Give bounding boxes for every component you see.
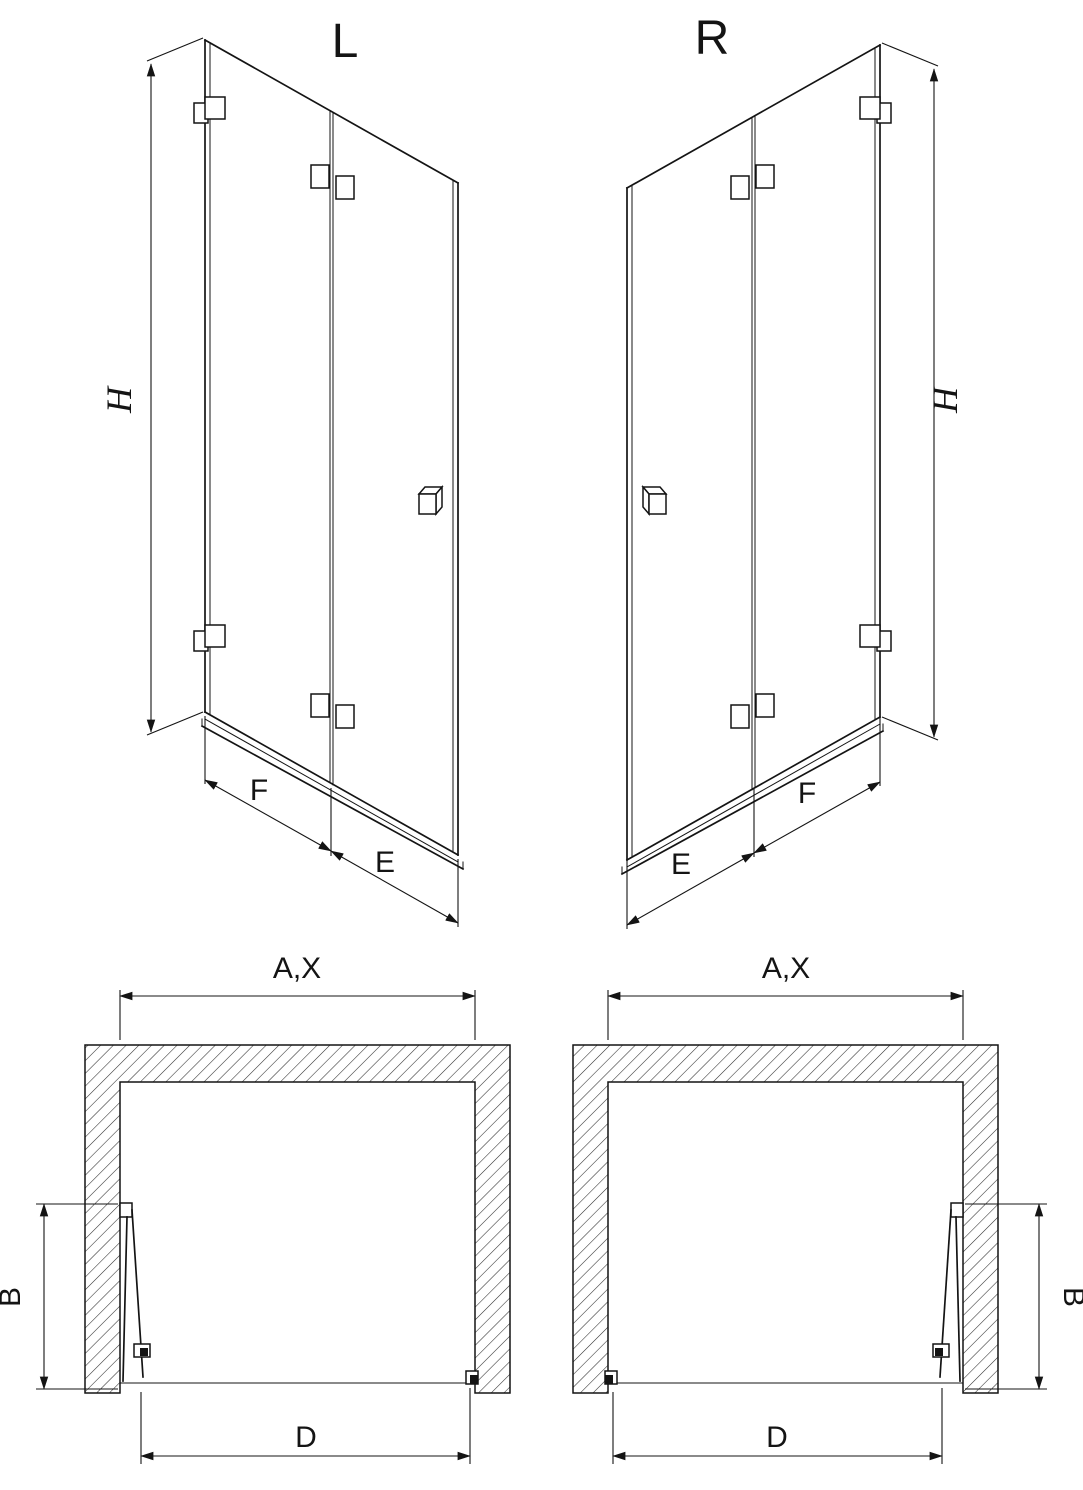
dim-label-B: B [1057, 1287, 1083, 1307]
dimension-overall-width-left: A,X [119, 952, 476, 1040]
dimension-overall-width-right: A,X [607, 952, 964, 1040]
dimension-height-left: H [99, 37, 204, 736]
hinge-block [335, 704, 355, 729]
dim-label-D: D [295, 1421, 317, 1454]
closing-bracket-pad [605, 1375, 613, 1384]
hinge-block [755, 164, 775, 189]
view-label-right: R [695, 12, 730, 65]
dim-label-B: B [0, 1287, 27, 1307]
hinge-bottom-wall-right [859, 624, 892, 652]
dimension-line-E [330, 850, 459, 924]
hinge-block [730, 704, 750, 729]
dimension-height-right: H [881, 42, 965, 741]
folded-panel [122, 1216, 128, 1382]
hinge-top-fold-left [310, 164, 355, 200]
wall-profile [119, 1202, 133, 1218]
threshold [620, 729, 885, 876]
hinge-block [755, 693, 775, 718]
dim-label-E: E [671, 848, 691, 881]
pivot-bracket-pad [140, 1348, 148, 1356]
dimension-line-F [753, 781, 881, 854]
folded-door-right [604, 1202, 964, 1385]
door-knob-left [417, 484, 444, 517]
hinge-top-fold-right [730, 164, 775, 200]
dimension-widths-right: E F [626, 718, 881, 929]
door-panels-right [620, 43, 885, 876]
dim-label-AX: A,X [762, 952, 810, 985]
extension-line [146, 37, 204, 62]
wall-section [572, 1044, 999, 1394]
dimension-clear-opening-right: D [612, 1388, 943, 1464]
threshold [200, 724, 465, 871]
hinge-block [335, 175, 355, 200]
dim-label-D: D [766, 1421, 788, 1454]
hinge-block [204, 624, 226, 648]
hinge-bottom-fold-left [310, 693, 355, 729]
hinge-block [859, 624, 881, 648]
dimension-clear-opening-left: D [140, 1388, 471, 1464]
dim-label-H: H [925, 385, 965, 414]
dim-label-E: E [375, 846, 395, 879]
dim-label-F: F [798, 777, 816, 810]
hinge-block [859, 96, 881, 120]
hinge-top-wall-left [193, 96, 226, 124]
door-panels-left [200, 38, 465, 871]
elevation-right-view: R [620, 12, 965, 929]
hinge-block [310, 164, 330, 189]
hinge-block [204, 96, 226, 120]
view-label-left: L [332, 15, 359, 68]
dimension-fold-depth-left: B [0, 1203, 118, 1390]
extension-line [881, 716, 939, 741]
extension-line [881, 42, 939, 67]
pivot-bracket-pad [935, 1348, 943, 1356]
door-knob-right [641, 484, 668, 517]
hinge-bottom-wall-left [193, 624, 226, 652]
elevation-left-view: L [99, 15, 465, 927]
plan-left-view: A,X B D [0, 952, 511, 1464]
dim-label-F: F [250, 774, 268, 807]
wall-section [84, 1044, 511, 1394]
folded-door-left [119, 1202, 479, 1385]
hinge-block [730, 175, 750, 200]
dimension-fold-depth-right: B [965, 1203, 1083, 1390]
hinge-top-wall-right [859, 96, 892, 124]
extension-line [146, 711, 204, 736]
closing-bracket-pad [470, 1375, 478, 1384]
folded-panel [955, 1216, 961, 1382]
dim-label-AX: A,X [273, 952, 321, 985]
top-edge [203, 38, 460, 185]
top-edge [625, 43, 882, 190]
knob-front-face [418, 493, 437, 515]
dim-label-H: H [99, 385, 139, 414]
dimension-line-E [626, 852, 755, 926]
hinge-block [310, 693, 330, 718]
plan-right-view: A,X B D [572, 952, 1083, 1464]
dimension-line-F [204, 779, 332, 852]
dimension-widths-left: F E [204, 716, 459, 927]
knob-front-face [648, 493, 667, 515]
wall-profile [950, 1202, 964, 1218]
hinge-bottom-fold-right [730, 693, 775, 729]
